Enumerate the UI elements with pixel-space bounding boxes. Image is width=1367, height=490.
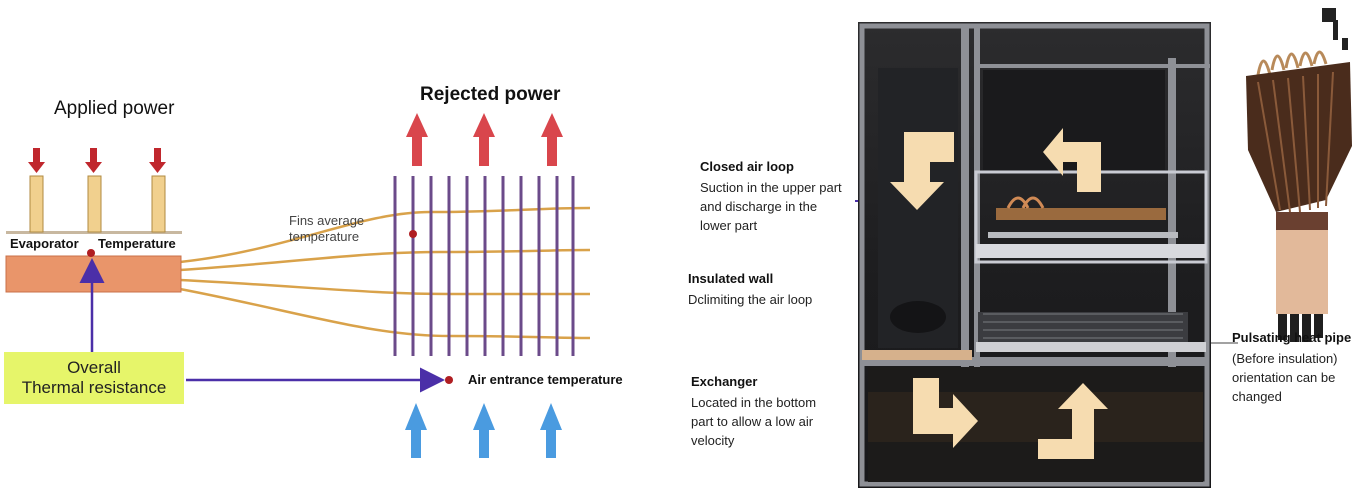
pulsating-heat-pipe-text: (Before insulation) orientation can be c… <box>1232 351 1338 404</box>
fin-temp-dot <box>409 230 417 238</box>
evaporator-label: Evaporator <box>10 236 79 251</box>
incoming-air-arrows <box>405 403 562 458</box>
rejected-power-label: Rejected power <box>420 84 561 105</box>
overall-thermal-resistance-box: Overall Thermal resistance <box>4 352 184 404</box>
test-bench-photo <box>858 22 1211 488</box>
fin-stack <box>393 176 575 356</box>
rejected-power-arrows <box>406 113 563 166</box>
evaporator-temp-dot <box>87 249 95 257</box>
exchanger-text: Located in the bottom part to allow a lo… <box>691 395 817 448</box>
insulated-wall-text: Dclimiting the air loop <box>688 292 813 307</box>
test-bench-illustration <box>859 23 1210 487</box>
closed-air-loop-title: Closed air loop <box>700 159 794 174</box>
fins-average-temperature-label: Fins average temperature <box>289 213 365 244</box>
resistance-line2: Thermal resistance <box>21 378 167 397</box>
resistance-line1: Overall <box>67 358 121 377</box>
exchanger-title: Exchanger <box>691 374 758 389</box>
heater-rods <box>29 175 166 233</box>
air-entrance-temperature-label: Air entrance temperature <box>468 372 623 387</box>
closed-air-loop-text: Suction in the upper part and discharge … <box>700 180 842 233</box>
pulsating-heat-pipe-illustration <box>1246 8 1352 342</box>
air-temp-dot <box>445 376 453 384</box>
evaporator-block <box>5 255 182 293</box>
insulated-wall-title: Insulated wall <box>688 271 774 286</box>
pulsating-heat-pipe-title: Pulsating heat pipe <box>1232 330 1352 345</box>
applied-power-label: Applied power <box>54 98 175 119</box>
temperature-label: Temperature <box>98 236 176 251</box>
applied-power-arrows <box>28 148 166 173</box>
